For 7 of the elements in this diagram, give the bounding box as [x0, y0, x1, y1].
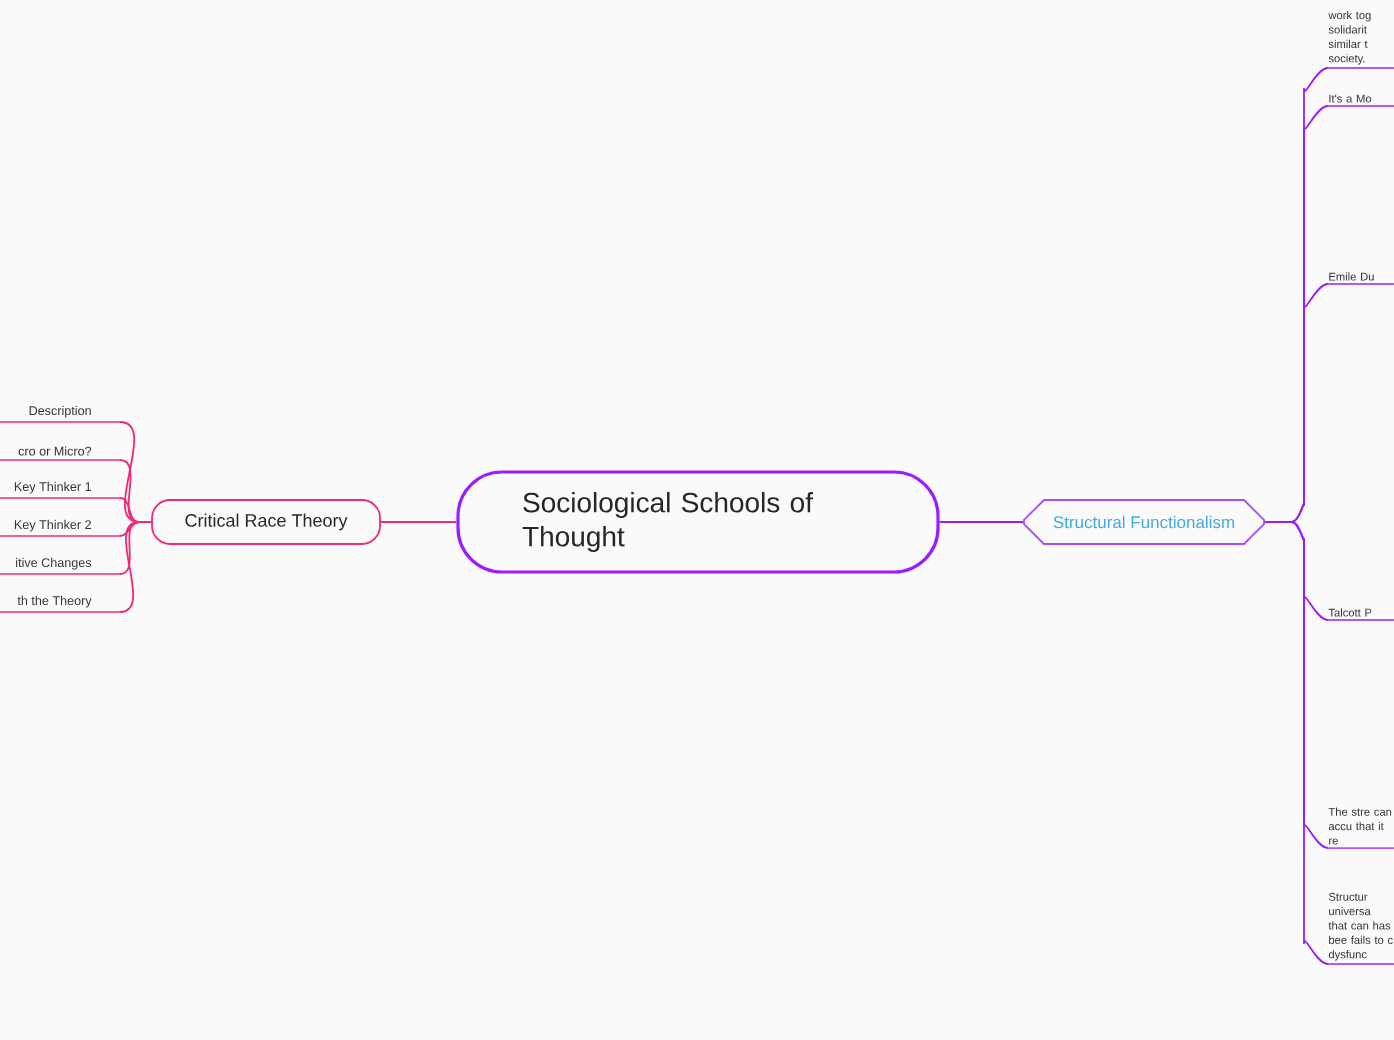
- connector: [1264, 521, 1329, 965]
- topic-box: Structural Functionalism: [1023, 499, 1265, 545]
- connector: [380, 521, 458, 523]
- central-topic-box: Sociological Schools of Thought: [456, 470, 940, 574]
- connector: [938, 521, 1024, 523]
- topic-box: Critical Race Theory: [151, 499, 381, 545]
- connector: [119, 521, 152, 613]
